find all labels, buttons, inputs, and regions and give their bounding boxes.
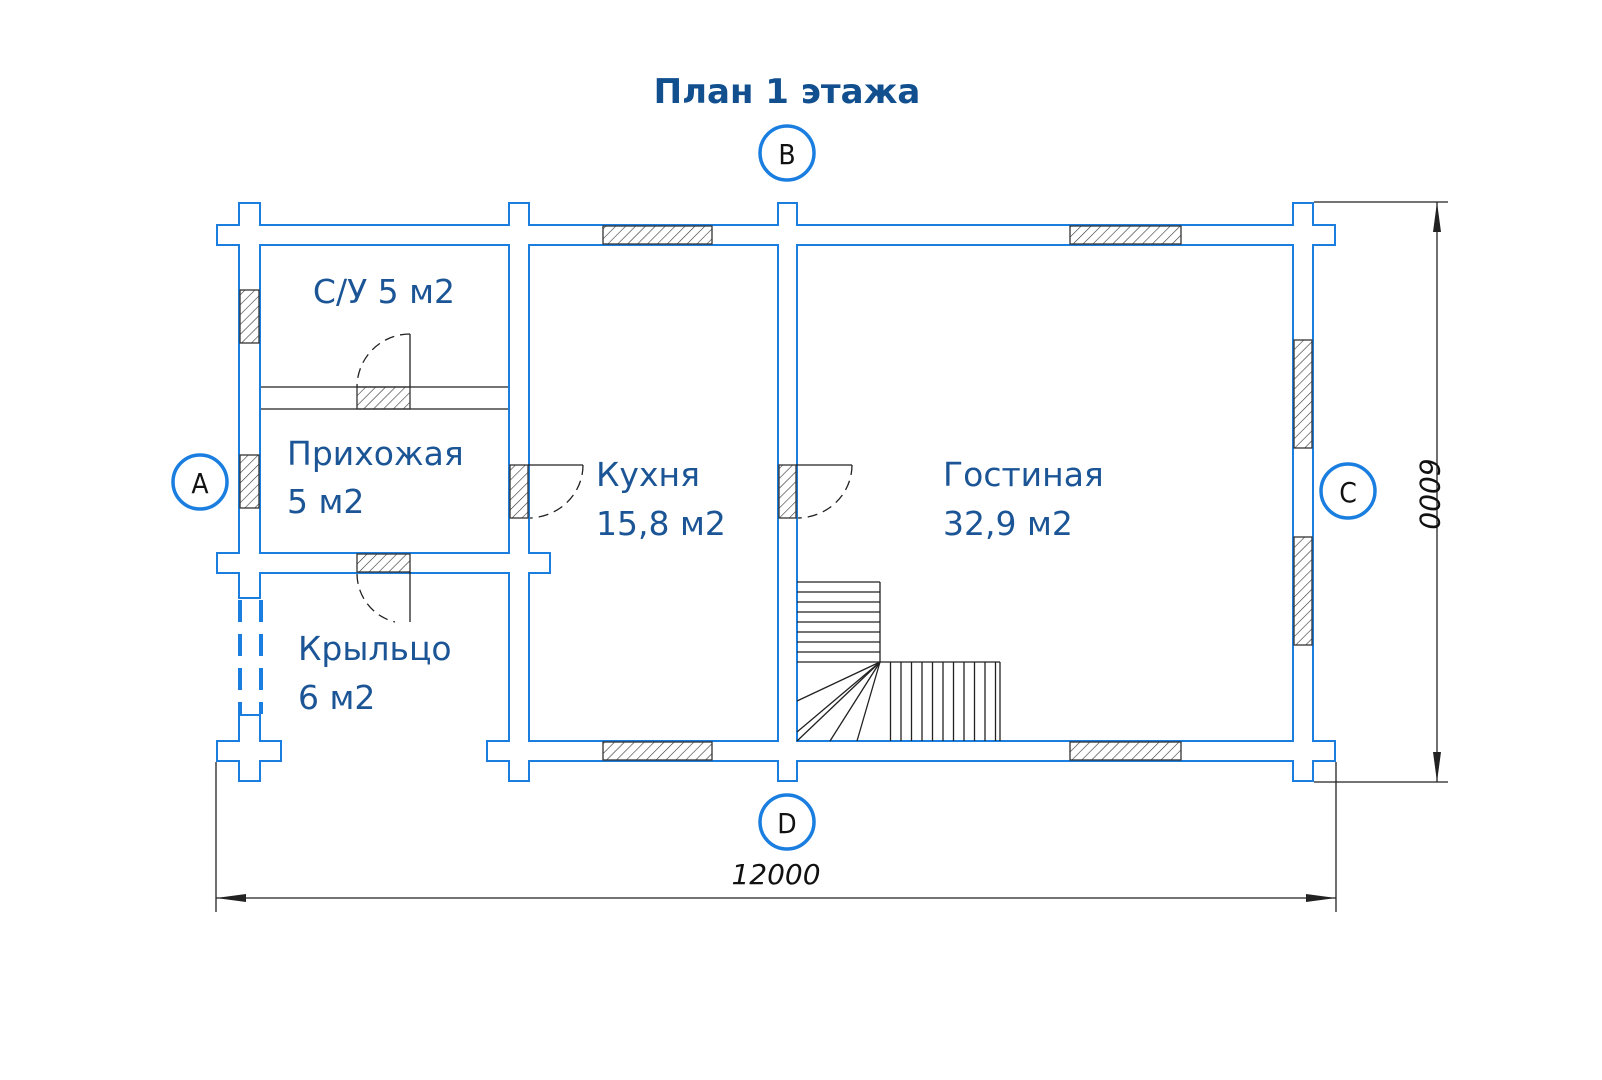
window [602, 741, 713, 761]
stair-tread [796, 661, 881, 742]
doors [356, 333, 853, 623]
axis-c: C [1319, 462, 1377, 520]
room-hall: Прихожая [287, 434, 464, 473]
axis-a: A [171, 453, 229, 511]
width-label: 12000 [731, 858, 820, 891]
room-porch: Крыльцо [298, 629, 452, 668]
room-kitchen: Кухня [596, 455, 700, 494]
window [1293, 536, 1313, 646]
svg-text:D: D [777, 807, 796, 840]
axis-b: B [758, 124, 816, 182]
dimension-width: 12000 [215, 762, 1337, 912]
stair-tread [829, 661, 881, 742]
window [1293, 339, 1313, 449]
window [1069, 741, 1182, 761]
window [602, 225, 713, 245]
room-labels: С/У 5 м2 Прихожая 5 м2 Кухня 15,8 м2 Гос… [287, 272, 1104, 717]
room-bathroom: С/У 5 м2 [313, 272, 455, 311]
plan-title: План 1 этажа [654, 72, 921, 112]
dimension-depth: 6000 [1314, 201, 1448, 783]
window [239, 454, 260, 509]
stair-tread [796, 661, 881, 702]
svg-text:B: B [778, 138, 795, 171]
window [1069, 225, 1182, 245]
axis-d: D [758, 793, 816, 851]
svg-text:A: A [191, 467, 209, 500]
depth-label: 6000 [1413, 458, 1446, 529]
stair-tread [856, 661, 881, 742]
room-hall-area: 5 м2 [287, 482, 364, 521]
svg-text:C: C [1339, 476, 1357, 509]
windows [239, 225, 1313, 761]
room-living: Гостиная [943, 455, 1104, 494]
window [239, 289, 260, 344]
room-kitchen-area: 15,8 м2 [596, 504, 726, 543]
staircase [796, 581, 1001, 742]
room-living-area: 32,9 м2 [943, 504, 1073, 543]
room-porch-area: 6 м2 [298, 678, 375, 717]
stair-tread [796, 661, 881, 733]
axis-markers: B A C D [171, 124, 1377, 851]
